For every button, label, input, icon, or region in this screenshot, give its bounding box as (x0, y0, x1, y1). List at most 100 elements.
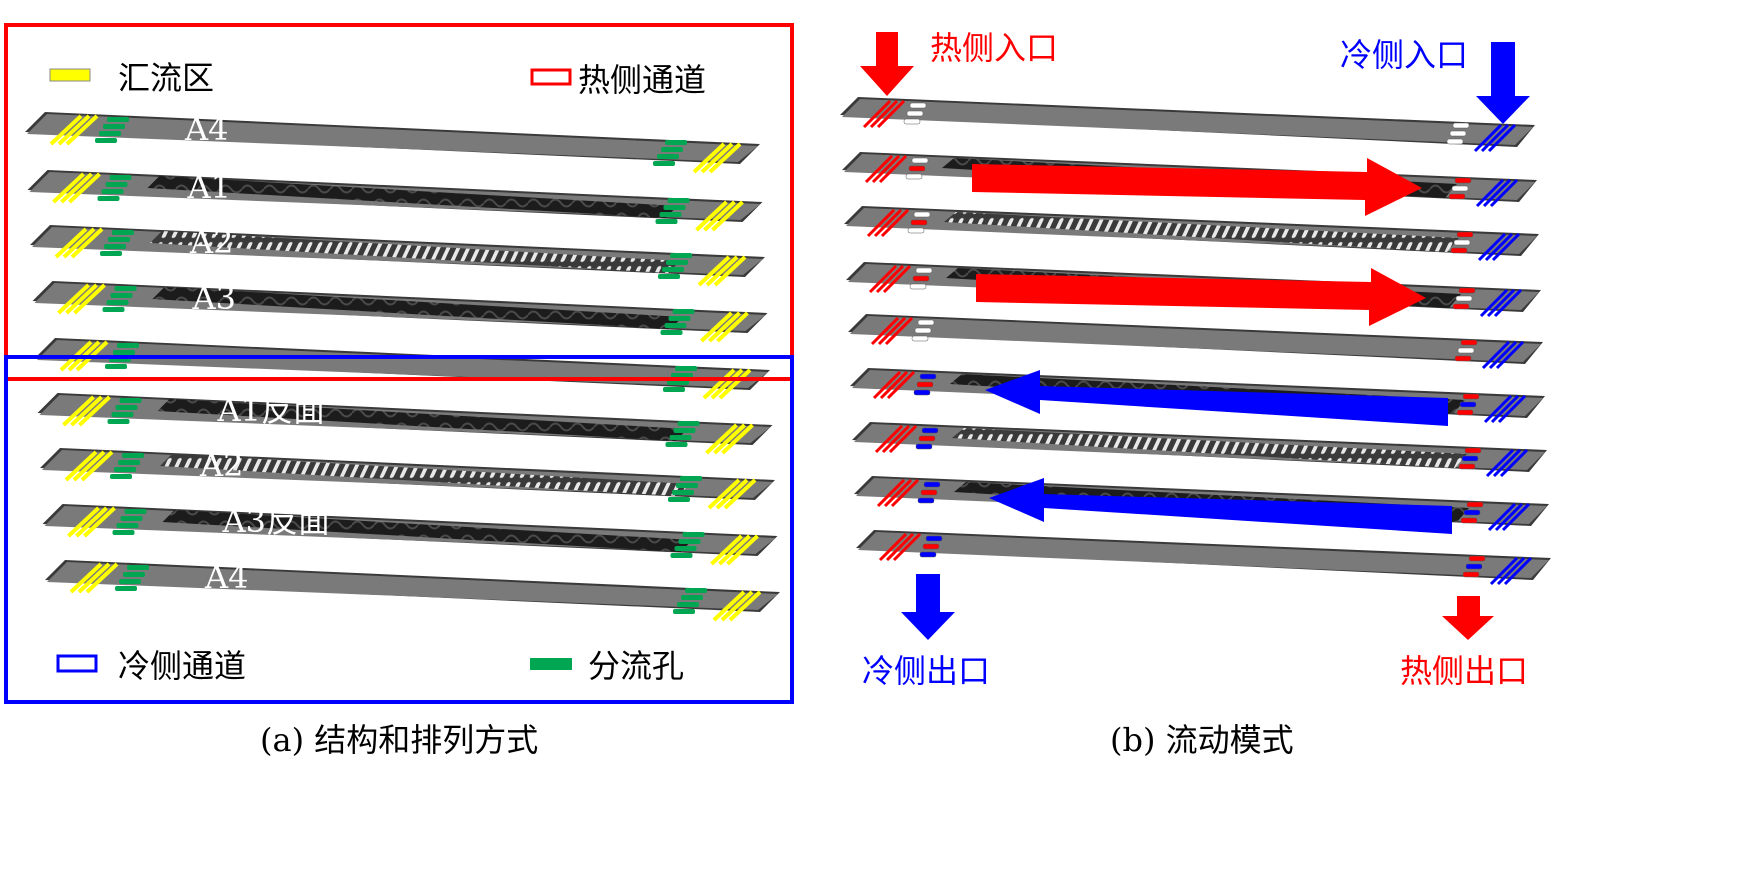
cold-port-bar (1484, 232, 1514, 262)
collector-bar (695, 200, 728, 232)
collector-bar (49, 114, 83, 146)
split-hole (104, 244, 126, 249)
collector-bar (83, 506, 116, 538)
split-hole (1456, 409, 1474, 416)
split-hole (673, 428, 696, 433)
split-hole (1459, 401, 1477, 408)
collector-bar (72, 450, 106, 482)
collector-bar (710, 534, 743, 566)
cold-port-bar (1481, 340, 1511, 370)
split-hole (913, 211, 931, 218)
split-hole (122, 453, 144, 458)
cold-inlet-label: 冷侧入口 (1340, 36, 1468, 74)
cold-channel-swatch (56, 654, 98, 673)
legend-split-hole: 分流孔 (530, 647, 684, 685)
split-hole (1455, 295, 1473, 302)
split-hole (115, 586, 137, 591)
cold-port-bar (1501, 502, 1531, 532)
plate-body (27, 114, 758, 162)
split-hole (916, 381, 934, 388)
cold-outlet: 冷侧出口 (862, 574, 990, 690)
split-hole (1458, 463, 1476, 470)
split-hole (1452, 303, 1470, 310)
split-hole (105, 182, 128, 187)
cold-inlet-arrow (1476, 42, 1530, 124)
collector-bar (697, 255, 731, 287)
hot-port-bar (878, 532, 908, 562)
plate-b-4 (846, 262, 1541, 326)
collector-bar (57, 114, 91, 146)
collector-bar (75, 506, 108, 538)
split-hole (1468, 555, 1486, 562)
cold-port-bar (1503, 556, 1533, 586)
collector-bar (692, 142, 726, 174)
split-hole (912, 275, 930, 282)
plate-label: A1 (187, 168, 231, 206)
split-hole (120, 516, 143, 521)
split-hole (659, 212, 682, 217)
split-hole (103, 124, 125, 129)
split-hole (908, 165, 926, 172)
hot-port-bar (877, 316, 907, 346)
split-hole (1458, 287, 1476, 294)
cold-port-bar (1475, 178, 1505, 208)
split-hole (665, 442, 688, 447)
collector-bar (77, 562, 111, 594)
split-hole (923, 481, 941, 488)
split-hole (655, 219, 678, 224)
plate-b-7 (852, 422, 1547, 478)
hot-flow-arrow (976, 268, 1426, 326)
hot-outlet-arrow (1442, 596, 1494, 640)
collector-bar (718, 368, 752, 400)
hot-port-bar (883, 478, 913, 508)
split-hole (97, 196, 120, 201)
collector-bar (726, 534, 759, 566)
cold-port-bar (1482, 178, 1512, 208)
split-hole (1464, 447, 1482, 454)
split-hole (1457, 347, 1475, 354)
collector-bar (85, 562, 119, 594)
plate-a-6: A1反面 (37, 391, 773, 455)
split-hole (681, 595, 703, 600)
cold-port-bar (1479, 288, 1509, 318)
split-hole (117, 343, 139, 348)
cold-port-bar (1499, 448, 1529, 478)
split-hole (119, 398, 142, 403)
panel-b-flow-mode (840, 97, 1551, 586)
split-hole (115, 405, 138, 410)
split-hole (1456, 231, 1474, 238)
plate-a-7: A2 (40, 446, 775, 510)
plate-label: A2 (199, 446, 243, 484)
plate-a-1: A4 (25, 110, 760, 174)
split-hole (906, 110, 924, 117)
collector-swatch (49, 68, 91, 82)
split-hole (1448, 193, 1466, 200)
split-hole (676, 483, 698, 488)
cold-port-bar (1492, 448, 1522, 478)
split-hole (668, 316, 691, 321)
split-hole (1446, 138, 1464, 145)
split-hole (1452, 122, 1470, 129)
collector-bar (713, 423, 746, 455)
hot-flow-arrow (972, 158, 1422, 216)
split-hole (925, 535, 943, 542)
cold-port-bar (1489, 178, 1519, 208)
cold-port-bar (1473, 123, 1503, 153)
split-hole (913, 389, 931, 396)
legend-cold-channel-label: 冷侧通道 (118, 647, 246, 685)
split-hole (118, 460, 140, 465)
hot-port-bar (862, 99, 892, 129)
split-hole (917, 497, 935, 504)
split-hole (666, 260, 688, 265)
split-hole (124, 509, 147, 514)
cold-port-bar (1494, 502, 1524, 532)
plate-channel-area (150, 231, 680, 273)
plate-body (842, 99, 1533, 145)
cold-port-bar (1487, 502, 1517, 532)
split-hole (661, 147, 683, 152)
cold-port-bar (1477, 232, 1507, 262)
collector-bar (713, 255, 747, 287)
